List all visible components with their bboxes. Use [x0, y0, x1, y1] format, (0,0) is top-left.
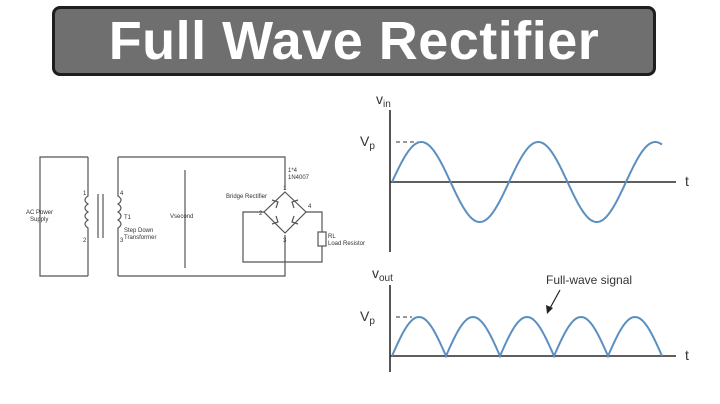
load-wire-bottom: [242, 211, 323, 263]
load-label: RL: [328, 234, 336, 240]
load-resistor: [317, 231, 327, 247]
bridge-pin-1: 1: [283, 186, 287, 192]
coil-pin-2: 2: [83, 238, 87, 244]
input-graph: vin Vp t: [360, 91, 689, 252]
annotation-arrow-head: [546, 305, 553, 314]
secondary-label: Vsecond: [170, 214, 193, 220]
load-desc: Load Resistor: [328, 241, 365, 247]
secondary-wire: [118, 156, 286, 190]
coil-pin-1: 1: [83, 191, 87, 197]
title-banner: Full Wave Rectifier: [52, 6, 656, 76]
page-title: Full Wave Rectifier: [108, 11, 600, 71]
transformer-label: T1: [124, 215, 132, 221]
input-xlabel: t: [685, 173, 689, 189]
primary-coil: [84, 157, 90, 276]
rectifier-label: Bridge Rectifier: [226, 194, 267, 200]
output-ylabel: vout: [372, 265, 393, 284]
coil-pin-4: 4: [120, 191, 124, 197]
bridge-rectifier: [263, 191, 307, 234]
ac-source-wire: [39, 156, 88, 277]
output-xlabel: t: [685, 347, 689, 363]
bridge-pin-4: 4: [308, 204, 312, 210]
output-peak-label: Vp: [360, 308, 375, 327]
output-graph: vout Vp t Full-wave signal: [360, 265, 689, 372]
output-rectified-wave: [391, 315, 663, 359]
input-peak-label: Vp: [360, 133, 375, 152]
coil-pin-3: 3: [120, 238, 124, 244]
secondary-coil: [116, 157, 122, 276]
input-sine-wave: [391, 140, 663, 224]
circuit-diagram: [39, 156, 327, 277]
bridge-pin-2: 2: [259, 211, 263, 217]
input-ylabel: vin: [376, 91, 391, 110]
diode-symbols: [271, 199, 299, 225]
secondary-return-wire: [118, 235, 286, 277]
load-wire-top: [306, 211, 323, 232]
output-annotation: Full-wave signal: [546, 273, 632, 287]
bridge-pin-3: 3: [283, 238, 287, 244]
annotation-arrow-line: [548, 289, 561, 311]
